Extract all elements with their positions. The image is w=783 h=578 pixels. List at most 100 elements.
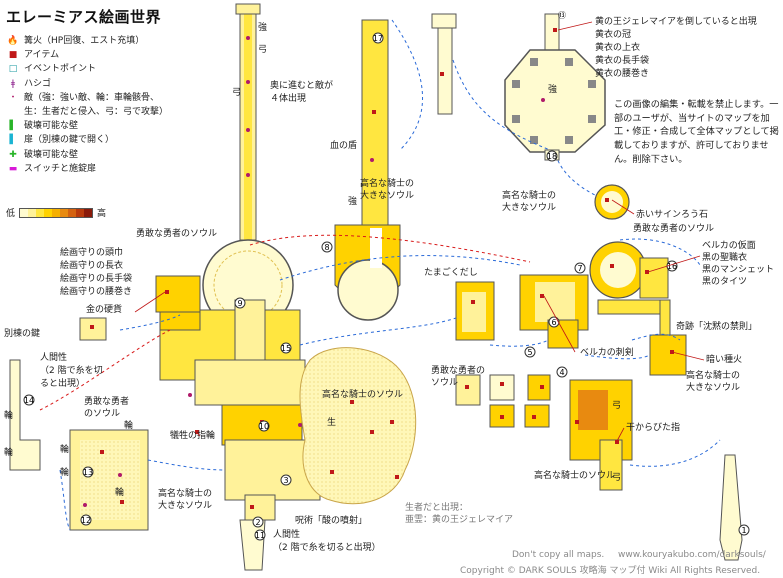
- legend-label: 扉（別棟の鍵で開く）: [24, 135, 115, 146]
- item-labels: 黄の王ジェレマイアを倒していると出現 黄衣の冠 黄衣の上衣 黄衣の長手袋 黄衣の…: [4, 15, 774, 553]
- svg-text:11: 11: [255, 531, 265, 540]
- scale-swatch: [44, 208, 53, 217]
- svg-text:生者だと出現：: 生者だと出現：: [405, 501, 468, 513]
- scale-swatch: [84, 208, 93, 217]
- scale-bar: [19, 207, 94, 218]
- svg-text:絵画守りの頭巾: 絵画守りの頭巾: [60, 246, 123, 258]
- svg-text:強: 強: [348, 195, 357, 207]
- svg-text:6: 6: [551, 318, 556, 327]
- footer-copyright: Copyright © DARK SOULS 攻略海 マップ付 Wiki All…: [460, 566, 761, 576]
- waypoint-17: 17: [372, 32, 384, 44]
- waypoint-9: 9: [234, 297, 246, 309]
- scale-swatch: [76, 208, 85, 217]
- svg-text:絵画守りの腰巻き: 絵画守りの腰巻き: [60, 285, 132, 297]
- narrow-tower: [431, 13, 457, 115]
- scale-swatch: [60, 208, 69, 217]
- footer-url: www.kouryakubo.com/darksouls/: [618, 550, 766, 560]
- svg-text:1: 1: [741, 526, 746, 535]
- svg-text:9: 9: [237, 299, 242, 308]
- svg-text:高名な騎士のソウル: 高名な騎士のソウル: [322, 388, 403, 400]
- left-wall-path: [9, 359, 41, 471]
- waypoint-7: 7: [574, 262, 586, 274]
- scale-low-label: 低: [6, 209, 16, 219]
- svg-text:亜霊：黄の王ジェレマイア: 亜霊：黄の王ジェレマイア: [405, 513, 513, 525]
- svg-text:血の盾: 血の盾: [330, 139, 357, 151]
- svg-text:赤いサインろう石: 赤いサインろう石: [636, 209, 708, 220]
- svg-text:黒のマンシェット: 黒のマンシェット: [702, 264, 774, 275]
- svg-text:黄衣の冠: 黄衣の冠: [595, 28, 631, 40]
- svg-text:たまごくだし: たまごくだし: [424, 266, 478, 278]
- tamago-room: [455, 281, 495, 341]
- svg-text:黄の王ジェレマイアを倒していると出現: 黄の王ジェレマイアを倒していると出現: [595, 15, 757, 27]
- legend-row: □イベントポイント: [6, 62, 168, 76]
- miracle-room: [649, 334, 687, 376]
- dried-finger-area: [569, 379, 633, 491]
- svg-text:8: 8: [324, 243, 329, 252]
- svg-text:暗い種火: 暗い種火: [706, 353, 742, 365]
- svg-text:12: 12: [81, 516, 91, 525]
- svg-text:2: 2: [255, 518, 260, 527]
- waypoint-15: 15: [280, 342, 292, 354]
- svg-text:奇跡「沈黙の禁則」: 奇跡「沈黙の禁則」: [676, 320, 757, 332]
- label-pointers: [134, 21, 705, 442]
- enemy-type-labels: 強 弓 弓 強 強 弓 弓 輪 輪 輪 輪 輪 輪 生: [4, 21, 621, 498]
- small-room-a: [455, 374, 481, 406]
- svg-text:7: 7: [577, 264, 582, 273]
- svg-text:生: 生: [327, 416, 336, 428]
- waypoint-3: 3: [280, 474, 292, 486]
- tower-corridor: [235, 3, 261, 241]
- svg-text:絵画守りの長手袋: 絵画守りの長手袋: [60, 272, 132, 284]
- svg-text:強: 強: [258, 21, 267, 33]
- waypoint-18: 18: [546, 150, 558, 162]
- svg-text:16: 16: [667, 262, 677, 271]
- legend-label: 敵（強：強い敵、輪：車輪骸骨、: [24, 92, 160, 103]
- left-building: [69, 429, 149, 531]
- waypoint-1: 1: [738, 524, 750, 536]
- breakable-wall-icon: ▌: [9, 121, 17, 132]
- legend-label: 破壊可能な壁: [24, 121, 79, 132]
- svg-text:奥に進むと敵が: 奥に進むと敵が: [270, 79, 333, 91]
- svg-text:絵画守りの長衣: 絵画守りの長衣: [60, 259, 123, 271]
- guardian-room: [155, 275, 201, 313]
- svg-text:黒のタイツ: 黒のタイツ: [702, 276, 747, 287]
- scale-swatch: [20, 208, 29, 217]
- small-room-c: [524, 404, 550, 428]
- height-scale: 低 高: [6, 206, 106, 219]
- waypoint-2: 2: [252, 516, 264, 528]
- ladder-icon: ǂ: [10, 78, 16, 89]
- scale-swatch: [36, 208, 45, 217]
- svg-text:高名な騎士の: 高名な騎士の: [686, 369, 740, 381]
- svg-text:金の硬貨: 金の硬貨: [86, 303, 122, 315]
- red-route-lines: [39, 234, 531, 411]
- svg-text:15: 15: [281, 344, 291, 353]
- item-icon: ■: [8, 50, 18, 61]
- route-lines: [59, 19, 721, 531]
- bonfire-icon: 🔥: [7, 36, 19, 46]
- svg-text:強: 強: [548, 83, 557, 95]
- legend-row: ▌扉（別棟の鍵で開く）: [6, 133, 168, 147]
- svg-text:勇敢な勇者: 勇敢な勇者: [84, 395, 129, 407]
- svg-text:5: 5: [527, 348, 532, 357]
- waypoint-8: 8: [321, 241, 333, 253]
- svg-text:10: 10: [259, 422, 269, 431]
- svg-text:18: 18: [547, 152, 557, 161]
- legend-row: ▌ 破壊可能な壁: [6, 119, 168, 133]
- svg-text:輪: 輪: [60, 443, 69, 455]
- svg-text:干からびた指: 干からびた指: [626, 421, 680, 433]
- svg-text:3: 3: [283, 476, 288, 485]
- svg-text:大きなソウル: 大きなソウル: [360, 189, 414, 201]
- right-cliff-path: [719, 454, 743, 561]
- small-room-d: [489, 374, 515, 401]
- footer-dont-copy: Don't copy all maps.: [512, 550, 605, 560]
- copyright-notice: この画像の編集・転載を禁止します。一部のユーザが、当サイトのマップを加工・修正・…: [614, 99, 779, 165]
- svg-text:勇敢な勇者のソウル: 勇敢な勇者のソウル: [136, 227, 217, 239]
- svg-text:輪: 輪: [124, 419, 133, 431]
- svg-text:勇敢な勇者の: 勇敢な勇者の: [431, 364, 485, 376]
- svg-text:弓: 弓: [612, 400, 621, 411]
- legend-label: アイテム: [24, 50, 60, 61]
- svg-text:4: 4: [559, 368, 564, 377]
- item-markers: [90, 28, 674, 509]
- breakable-wall-arrow-icon: ✚: [9, 149, 17, 160]
